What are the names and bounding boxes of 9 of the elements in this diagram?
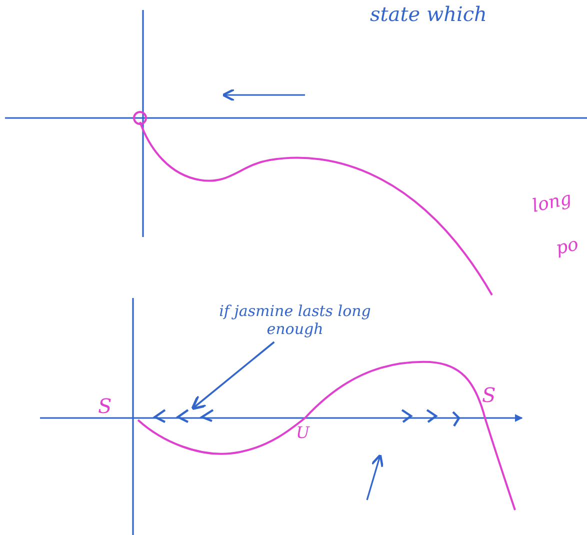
equilibrium-label: S — [482, 383, 496, 407]
left-flow-chevrons — [152, 408, 216, 424]
leader-arrow — [191, 341, 275, 410]
equilibrium-label: S — [98, 394, 112, 418]
equilibrium-label: U — [296, 423, 310, 442]
margin-note: po — [554, 234, 580, 260]
annotation-text: if jasmine lasts long enough — [205, 302, 385, 338]
margin-note: long — [530, 188, 574, 217]
note-text: state which — [370, 2, 487, 26]
